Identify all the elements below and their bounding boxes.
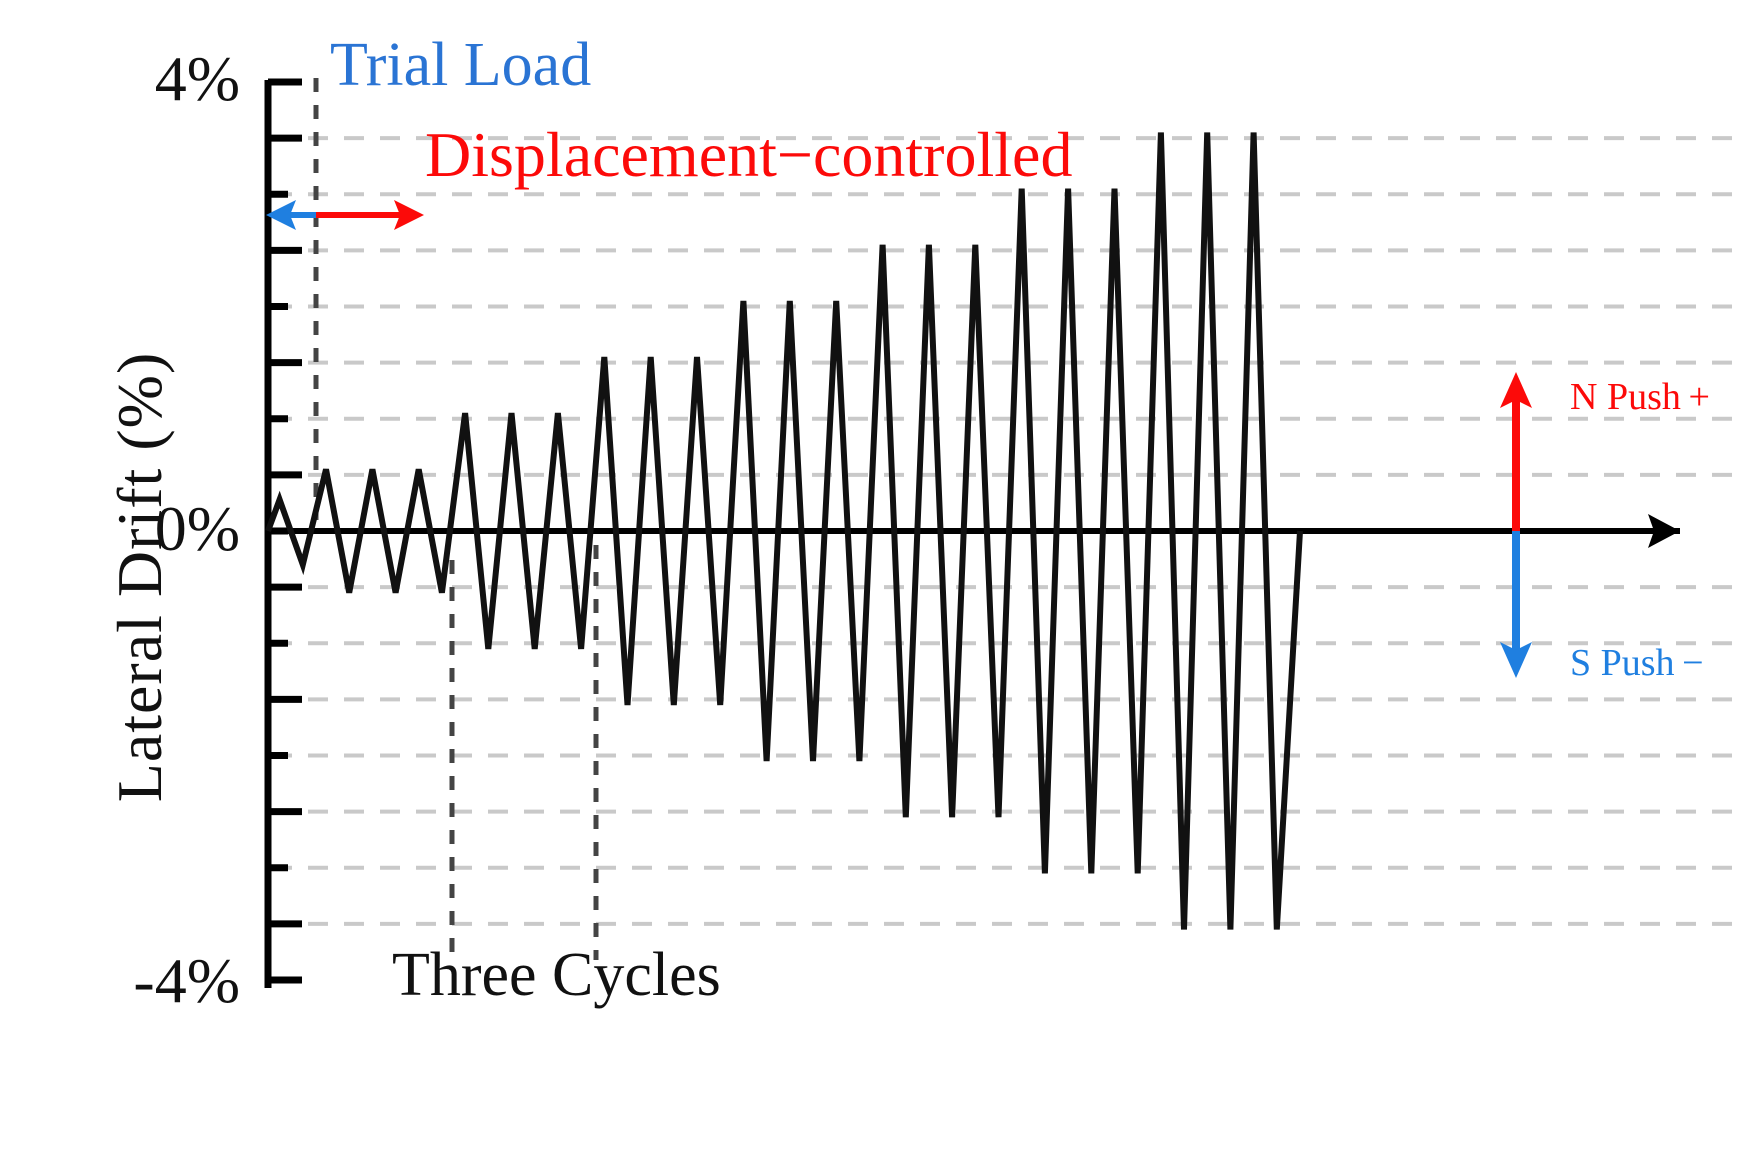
- three-cycles-annotation: Three Cycles: [392, 941, 721, 1009]
- y-axis-label: Lateral Drift (%): [104, 351, 175, 803]
- displacement-controlled-annotation: Displacement−controlled: [425, 119, 1073, 190]
- y-tick-label-middle: 0%: [154, 493, 240, 564]
- y-tick-label-top: 4%: [154, 43, 240, 114]
- drift-waveform: [265, 132, 1303, 930]
- n-push-arrow: [1500, 372, 1532, 531]
- s-push-arrow: [1500, 531, 1532, 678]
- x-axis-zero-line: [268, 514, 1680, 548]
- n-push-label: N Push +: [1570, 376, 1710, 418]
- y-tick-label-bottom: -4%: [133, 945, 240, 1016]
- phase-range-arrows: [266, 200, 424, 230]
- s-push-label: S Push −: [1570, 642, 1704, 684]
- trial-load-annotation: Trial Load: [330, 31, 592, 99]
- phase-dividers: [313, 78, 599, 960]
